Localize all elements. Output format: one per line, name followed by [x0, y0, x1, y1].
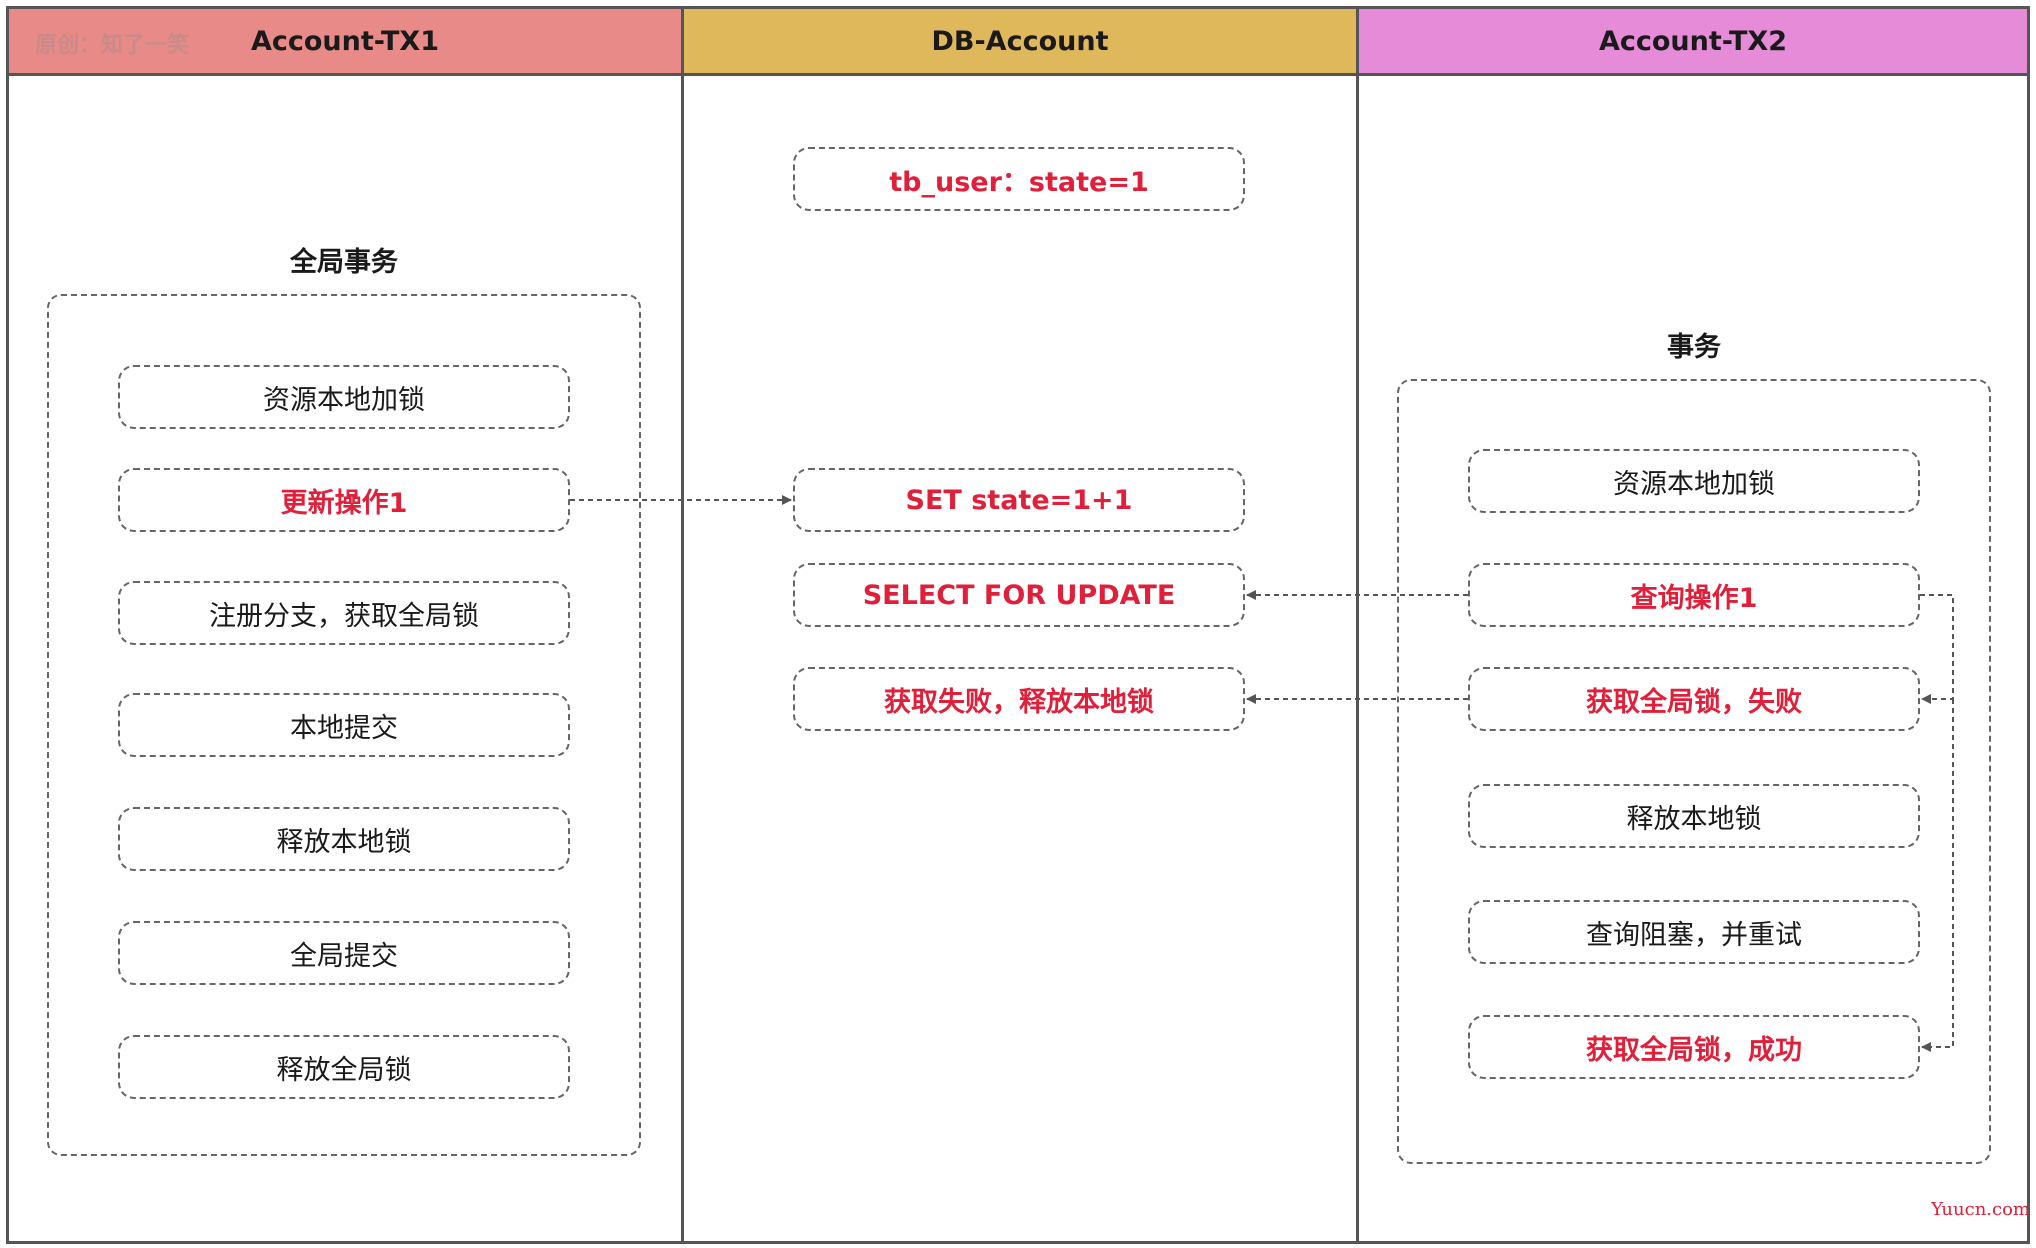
- lane-header-tx2: Account-TX2: [1359, 9, 2027, 76]
- lane-header-tx1: Account-TX1: [9, 9, 681, 76]
- tx1-group-title: 全局事务: [290, 247, 398, 278]
- tx1-step-lock: 资源本地加锁: [118, 365, 570, 429]
- db-op-fail-release: 获取失败，释放本地锁: [793, 667, 1245, 731]
- tx1-step-local-commit: 本地提交: [118, 693, 570, 757]
- site-watermark: Yuucn.com: [1931, 1199, 2030, 1220]
- tx2-step-global-lock-fail: 获取全局锁，失败: [1468, 667, 1920, 731]
- tx1-step-release-local: 释放本地锁: [118, 807, 570, 871]
- db-state-box: tb_user：state=1: [793, 147, 1245, 211]
- lane-title-db: DB-Account: [931, 25, 1109, 57]
- db-op-set: SET state=1+1: [793, 468, 1245, 532]
- tx2-step-lock: 资源本地加锁: [1468, 449, 1920, 513]
- tx2-group-title: 事务: [1667, 332, 1721, 363]
- tx1-step-register: 注册分支，获取全局锁: [118, 581, 570, 645]
- tx1-step-update: 更新操作1: [118, 468, 570, 532]
- tx2-transaction-group: [1397, 379, 1991, 1164]
- lane-header-db: DB-Account: [684, 9, 1356, 76]
- tx2-step-release-local: 释放本地锁: [1468, 784, 1920, 848]
- tx2-step-blocked-retry: 查询阻塞，并重试: [1468, 900, 1920, 964]
- watermark: 原创：知了一笑: [35, 33, 190, 58]
- tx2-step-global-lock-success: 获取全局锁，成功: [1468, 1015, 1920, 1079]
- lane-title-tx2: Account-TX2: [1598, 25, 1788, 57]
- tx1-global-transaction-group: [47, 294, 641, 1156]
- db-op-select: SELECT FOR UPDATE: [793, 563, 1245, 627]
- tx1-step-release-global: 释放全局锁: [118, 1035, 570, 1099]
- tx1-step-global-commit: 全局提交: [118, 921, 570, 985]
- tx2-step-query: 查询操作1: [1468, 563, 1920, 627]
- lane-title-tx1: Account-TX1: [250, 25, 440, 57]
